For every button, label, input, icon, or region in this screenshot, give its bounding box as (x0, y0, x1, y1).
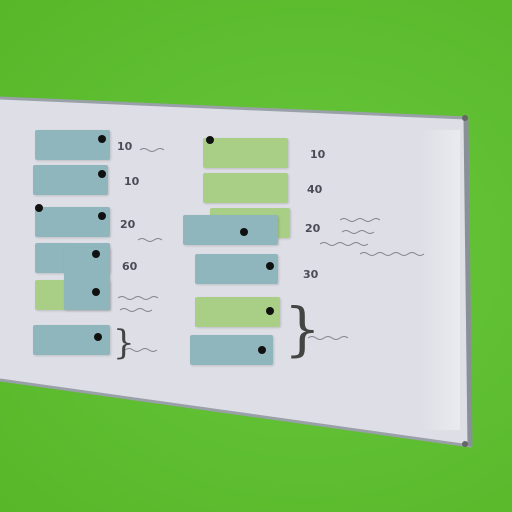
handwritten-number: 10 (117, 140, 133, 153)
pin (98, 170, 106, 178)
handwritten-number: 30 (303, 268, 319, 281)
pin (240, 228, 248, 236)
handwritten-number: 10 (310, 148, 326, 161)
board-corner-top (462, 115, 468, 121)
sticky-note-middle-4 (183, 215, 278, 245)
pin (98, 212, 106, 220)
handwritten-brace: } (284, 295, 321, 363)
sticky-note-left-3 (35, 207, 110, 237)
handwritten-number: 20 (120, 218, 136, 231)
sticky-note-left-overlap (64, 248, 110, 310)
pin (266, 307, 274, 315)
board-corner-bottom (462, 441, 468, 447)
sticky-note-left-1 (35, 130, 110, 160)
handwritten-number: 60 (122, 260, 138, 273)
sticky-note-left-2 (33, 165, 108, 195)
sticky-note-middle-6 (195, 297, 280, 327)
handwritten-brace: } (113, 323, 135, 363)
pin (94, 333, 102, 341)
sticky-note-middle-1 (203, 138, 288, 168)
pin (92, 250, 100, 258)
sticky-note-middle-5 (195, 254, 278, 284)
pin (98, 135, 106, 143)
pin (206, 136, 214, 144)
pin (35, 204, 43, 212)
pin (266, 262, 274, 270)
handwritten-number: 40 (307, 183, 323, 196)
handwritten-number: 10 (124, 175, 140, 188)
handwritten-number: 20 (305, 222, 321, 235)
pin (92, 288, 100, 296)
sticky-note-middle-2 (203, 173, 288, 203)
pin (258, 346, 266, 354)
